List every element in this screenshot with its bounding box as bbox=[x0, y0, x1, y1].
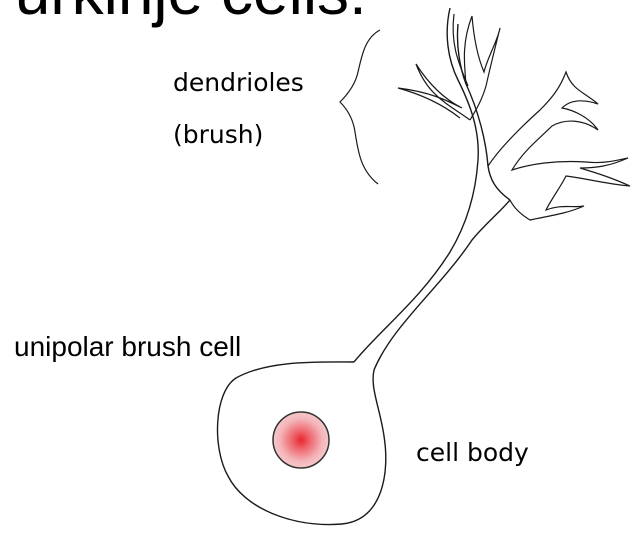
dendrite-trunk-right bbox=[457, 24, 510, 200]
dendriole-branch-right bbox=[488, 72, 630, 220]
unipolar-brush-cell-label: unipolar brush cell bbox=[14, 333, 241, 361]
dendriole-branch-left-twig bbox=[398, 64, 470, 120]
cell-body-label: cell body bbox=[416, 440, 529, 465]
diagram-title: Purkinje cells: bbox=[0, 0, 367, 24]
dendrioles-brace bbox=[340, 30, 380, 184]
dendrioles-label: dendrioles bbox=[173, 70, 304, 95]
brush-label: (brush) bbox=[173, 122, 263, 147]
cell-body-outline bbox=[218, 200, 510, 525]
nucleus bbox=[273, 412, 329, 468]
dendriole-branch-top-left bbox=[453, 14, 500, 120]
